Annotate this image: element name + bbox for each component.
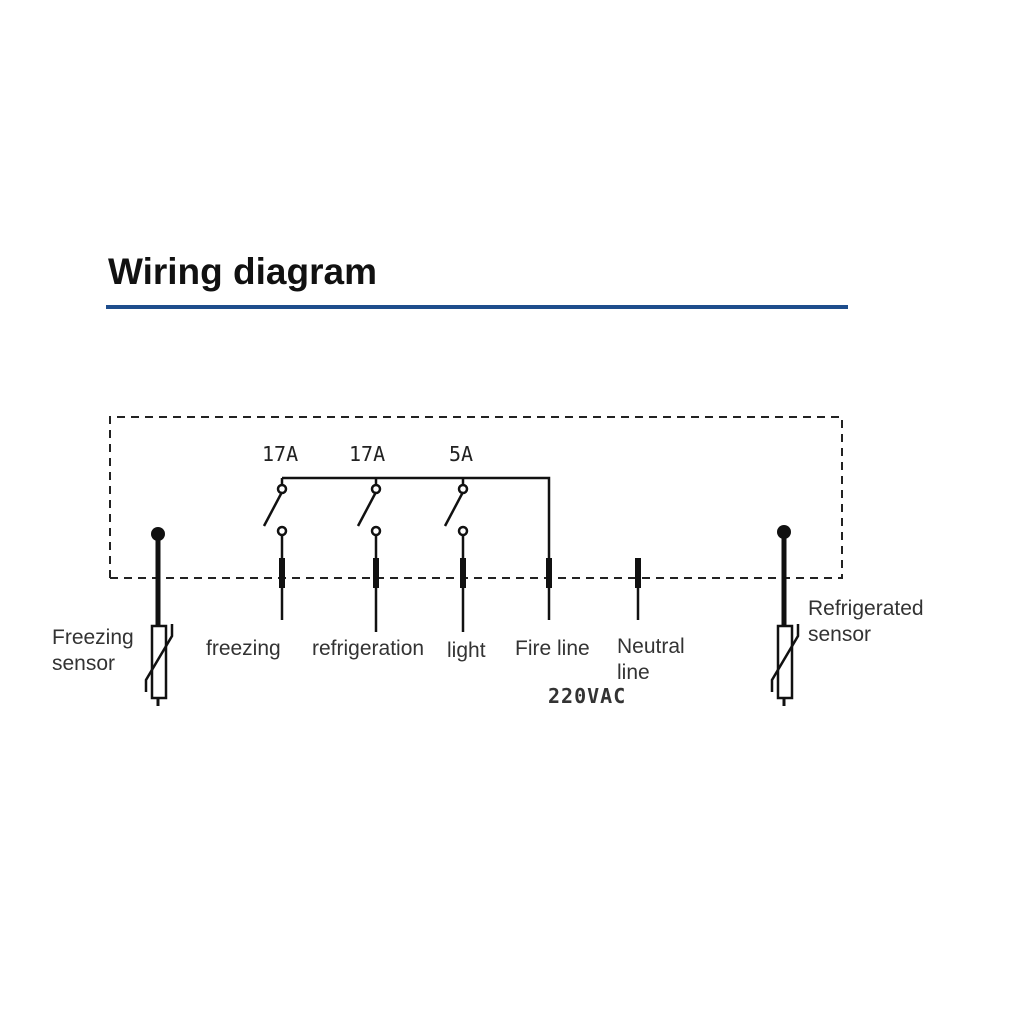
rating-freezing: 17A	[262, 442, 298, 466]
label-refrigerated-sensor-1: Refrigerated	[808, 597, 924, 620]
label-neutral-line-1: Neutral	[617, 635, 685, 658]
freezing-sensor-icon	[144, 527, 174, 706]
label-fire-line: Fire line	[515, 637, 590, 660]
refrigerated-sensor-icon	[770, 525, 800, 706]
label-freezing-sensor-2: sensor	[52, 652, 115, 675]
label-supply-voltage: 220VAC	[548, 684, 626, 708]
relay-switch-freezing	[262, 478, 288, 560]
page-title: Wiring diagram	[108, 251, 377, 292]
label-refrigerated-sensor-2: sensor	[808, 623, 871, 646]
common-bus-wire	[282, 476, 551, 565]
label-freezing-sensor-1: Freezing	[52, 626, 134, 649]
rating-refrigeration: 17A	[349, 442, 385, 466]
label-freezing: freezing	[206, 637, 281, 660]
relay-switch-refrigeration	[356, 478, 382, 560]
label-refrigeration: refrigeration	[312, 637, 424, 660]
rating-light: 5A	[449, 442, 473, 466]
label-neutral-line-2: line	[617, 661, 650, 684]
relay-switch-light	[443, 478, 469, 560]
title-underline	[106, 305, 848, 309]
controller-enclosure	[109, 416, 843, 579]
label-light: light	[447, 639, 486, 662]
